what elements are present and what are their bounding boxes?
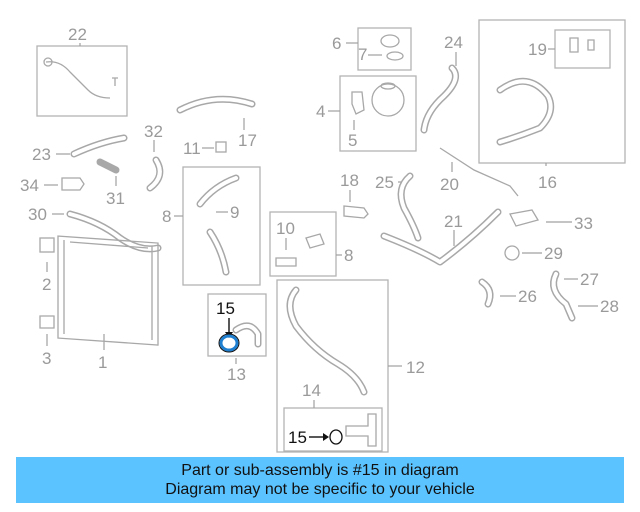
callout-26: 26 [518, 287, 537, 306]
box-4-5 [339, 75, 417, 152]
box-22 [36, 45, 128, 117]
callout-12: 12 [406, 358, 425, 377]
part-14-tee [345, 413, 377, 447]
part-7-seal [386, 51, 404, 61]
callout-18: 18 [340, 171, 359, 190]
callout-4: 4 [316, 102, 325, 121]
callout-22: 22 [68, 25, 87, 44]
callout-3: 3 [42, 349, 51, 368]
banner-line-1: Part or sub-assembly is #15 in diagram [181, 462, 459, 479]
box-8-9 [182, 166, 261, 286]
callout-2: 2 [42, 275, 51, 294]
info-banner: Part or sub-assembly is #15 in diagram D… [16, 457, 624, 503]
part-18-sensor [343, 205, 369, 219]
part-11-plug [215, 141, 227, 153]
part-19-clip [569, 37, 595, 53]
box-12 [276, 279, 389, 453]
part-15-seal-highlight [219, 334, 239, 352]
arrow-15-lower [323, 433, 329, 441]
callout-24: 24 [444, 33, 463, 52]
part-22-clip [43, 57, 53, 67]
callout-29: 29 [544, 244, 563, 263]
callout-16: 16 [538, 173, 557, 192]
callout-15-upper: 15 [216, 299, 235, 318]
callout-14: 14 [302, 381, 321, 400]
callout-20: 20 [440, 175, 459, 194]
box-14 [283, 407, 383, 452]
part-5-bracket [351, 91, 365, 115]
callout-19: 19 [528, 40, 547, 59]
callout-34: 34 [20, 176, 39, 195]
part-22-bolt [112, 77, 118, 86]
part-3-bracket [39, 315, 55, 329]
callout-10: 10 [276, 219, 295, 238]
part-31-connector [96, 158, 120, 174]
part-34-fitting [61, 177, 85, 191]
callout-5: 5 [348, 131, 357, 150]
part-2-bracket [39, 237, 55, 253]
banner-line-2: Diagram may not be specific to your vehi… [165, 481, 475, 498]
box-6-7 [357, 27, 412, 71]
callout-1: 1 [98, 353, 107, 372]
part-15-oring [329, 429, 343, 445]
callout-23: 23 [32, 145, 51, 164]
callout-21: 21 [444, 212, 463, 231]
callout-8a: 8 [162, 207, 171, 226]
callout-32: 32 [144, 122, 163, 141]
box-13 [207, 293, 267, 357]
box-10-8 [269, 211, 337, 277]
part-1-fins [63, 240, 153, 340]
part-10-connector [275, 233, 325, 267]
callout-7: 7 [358, 45, 367, 64]
callout-6: 6 [332, 34, 341, 53]
callout-13: 13 [227, 365, 246, 384]
callout-25: 25 [375, 173, 394, 192]
part-33-fitting [509, 209, 539, 227]
callout-17: 17 [238, 131, 257, 150]
part-1-radiator [57, 235, 159, 346]
part-6-cap [380, 34, 400, 48]
callout-33: 33 [574, 214, 593, 233]
callout-9: 9 [230, 203, 239, 222]
box-16 [478, 19, 626, 164]
part-20-pipe [439, 147, 519, 197]
part-29-clamp [504, 245, 520, 261]
callout-28: 28 [600, 297, 619, 316]
callout-8b: 8 [344, 246, 353, 265]
box-19 [554, 29, 611, 69]
callout-31: 31 [106, 189, 125, 208]
part-15-seal-outline [218, 333, 240, 353]
callout-30: 30 [28, 205, 47, 224]
callout-11: 11 [183, 139, 201, 158]
part-21-pipe [380, 208, 502, 266]
callout-27: 27 [580, 270, 599, 289]
part-4-reservoir [371, 83, 405, 117]
part-22-pipe [45, 61, 111, 99]
part-4-cap [380, 82, 396, 90]
callout-15-lower: 15 [288, 428, 307, 447]
